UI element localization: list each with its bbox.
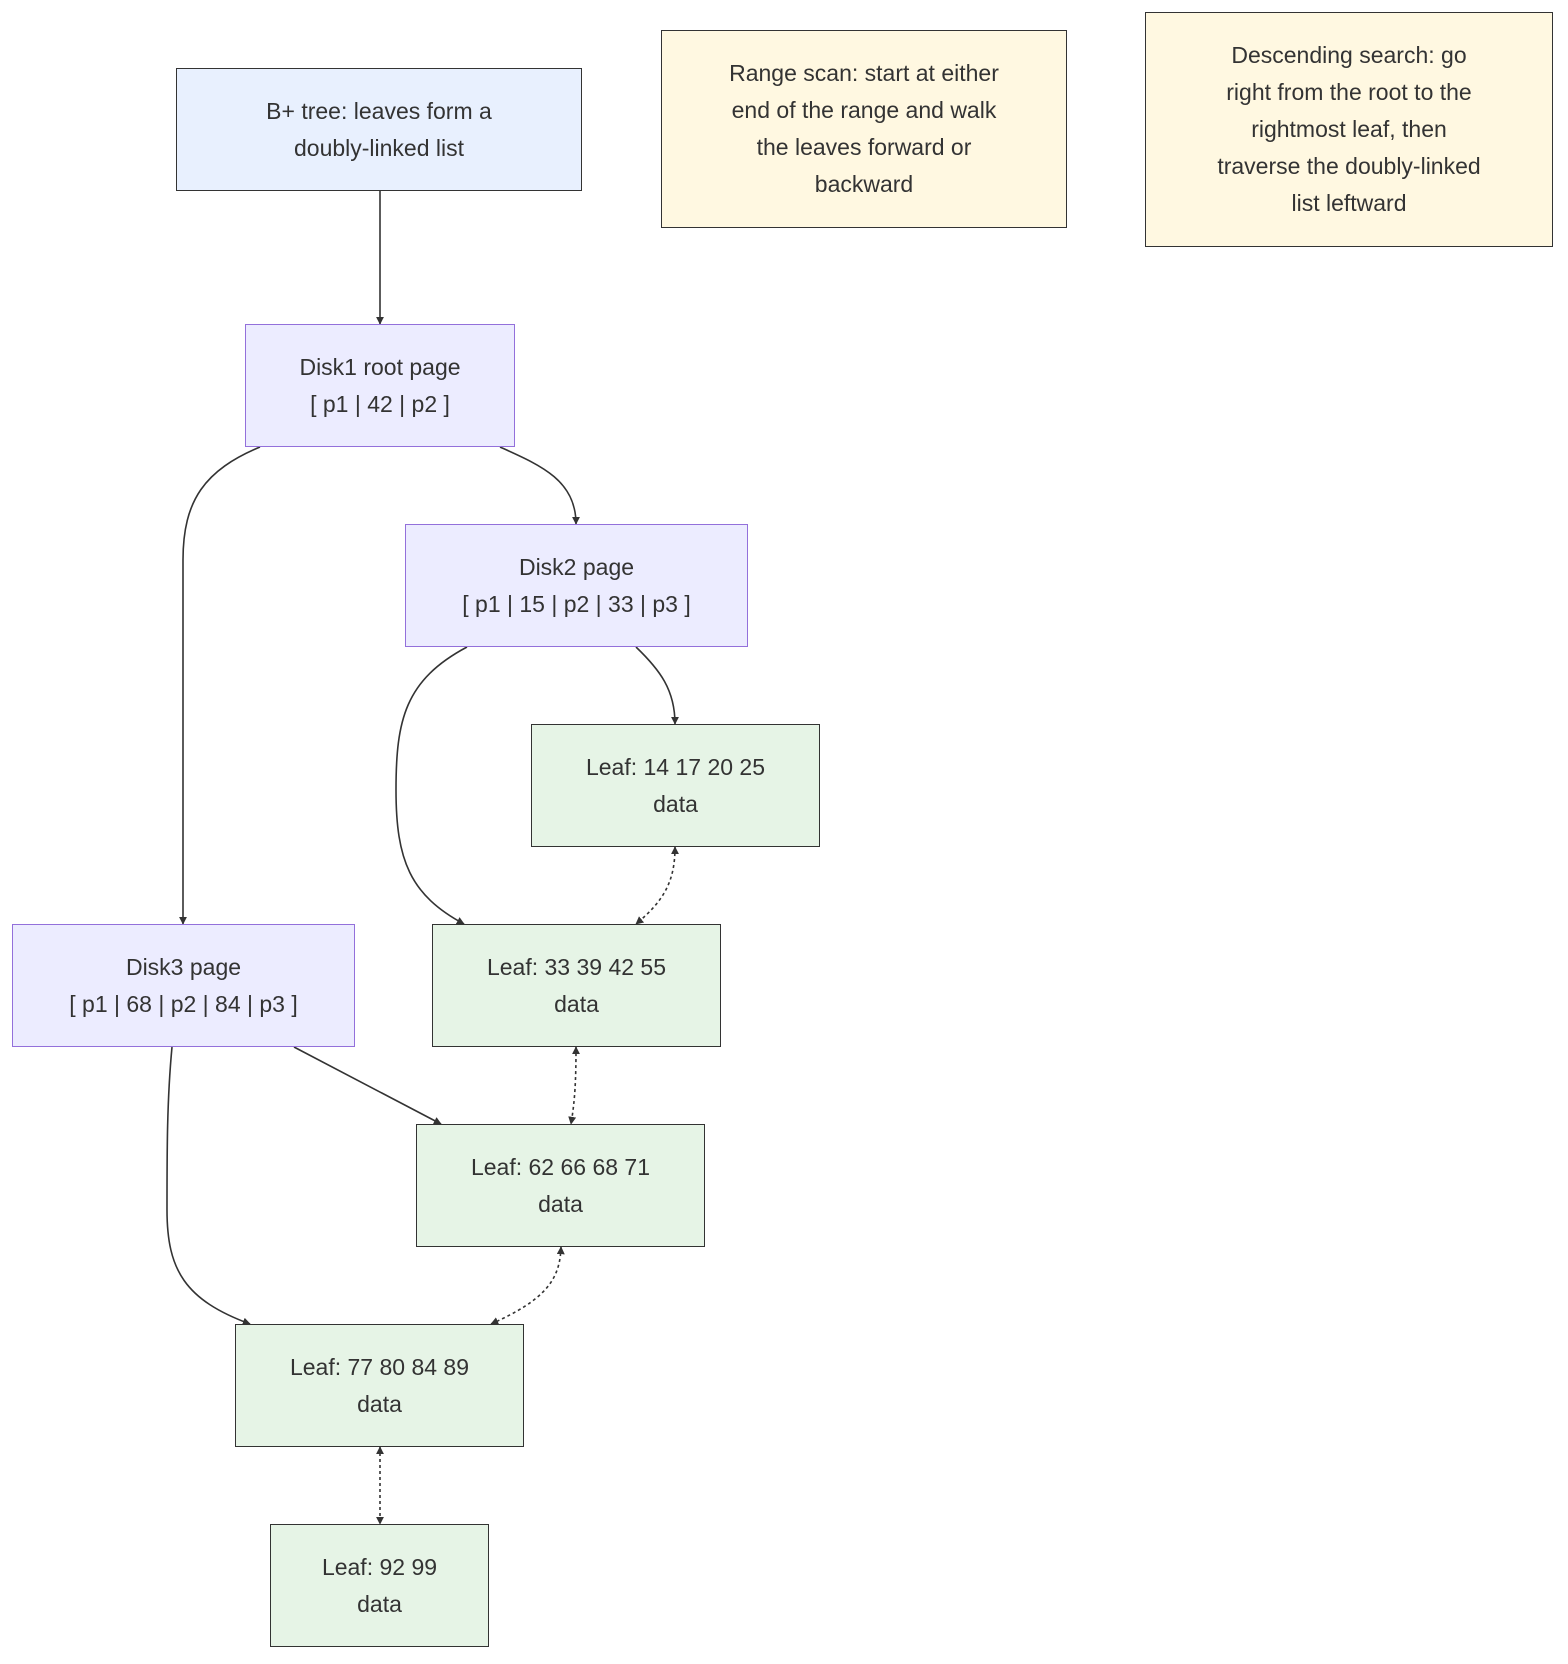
- edge-disk3-to-leaf4: [166, 1046, 251, 1326]
- range-scan-note: Range scan: start at either end of the r…: [661, 30, 1067, 228]
- edge-disk2-to-leaf1: [635, 646, 679, 725]
- desc-note-line: rightmost leaf, then: [1251, 116, 1447, 142]
- leaf-payload: data: [653, 790, 698, 817]
- disk1-root-page-node: Disk1 root page [ p1 | 42 | p2 ]: [245, 324, 515, 447]
- leaf-node-14-25: Leaf: 14 17 20 25 data: [531, 724, 820, 847]
- disk1-keys: [ p1 | 42 | p2 ]: [310, 390, 450, 417]
- range-note-line: backward: [814, 171, 914, 197]
- descending-search-note: Descending search: go right from the roo…: [1145, 12, 1553, 247]
- disk2-keys: [ p1 | 15 | p2 | 33 | p3 ]: [462, 590, 691, 617]
- desc-note-line: list leftward: [1291, 190, 1407, 216]
- edge-leaf1-to-leaf2: [635, 846, 679, 925]
- edge-disk1-to-disk3: [179, 446, 261, 925]
- leaf-keys: Leaf: 33 39 42 55: [486, 953, 667, 980]
- root-note-line: B+ tree: leaves form a: [266, 97, 492, 124]
- disk1-title: Disk1 root page: [299, 353, 461, 380]
- leaf-keys: Leaf: 77 80 84 89: [289, 1353, 470, 1380]
- root-note: B+ tree: leaves form a doubly-linked lis…: [176, 68, 582, 191]
- leaf-payload: data: [357, 1590, 402, 1617]
- desc-note-line: traverse the doubly-linked: [1217, 153, 1481, 179]
- leaf-payload: data: [357, 1390, 402, 1417]
- leaf-payload: data: [554, 990, 599, 1017]
- leaf-node-62-71: Leaf: 62 66 68 71 data: [416, 1124, 705, 1247]
- leaf-payload: data: [538, 1190, 583, 1217]
- range-note-line: Range scan: start at either: [729, 60, 999, 86]
- root-note-line: doubly-linked list: [293, 134, 465, 161]
- disk2-page-node: Disk2 page [ p1 | 15 | p2 | 33 | p3 ]: [405, 524, 748, 647]
- desc-note-line: right from the root to the: [1226, 79, 1472, 105]
- leaf-keys: Leaf: 92 99: [321, 1553, 438, 1580]
- edge-disk2-to-leaf2: [395, 646, 468, 925]
- edges-layer: [166, 191, 679, 1525]
- disk3-page-node: Disk3 page [ p1 | 68 | p2 | 84 | p3 ]: [12, 924, 355, 1047]
- leaf-keys: Leaf: 14 17 20 25: [585, 753, 766, 780]
- edge-leaf2-to-leaf3: [568, 1046, 580, 1125]
- disk3-keys: [ p1 | 68 | p2 | 84 | p3 ]: [69, 990, 298, 1017]
- leaf-node-92-99: Leaf: 92 99 data: [270, 1524, 489, 1647]
- leaf-node-33-55: Leaf: 33 39 42 55 data: [432, 924, 721, 1047]
- leaf-keys: Leaf: 62 66 68 71: [470, 1153, 651, 1180]
- disk3-title: Disk3 page: [125, 953, 242, 980]
- leaf-node-77-89: Leaf: 77 80 84 89 data: [235, 1324, 524, 1447]
- range-note-line: the leaves forward or: [756, 134, 972, 160]
- range-note-line: end of the range and walk: [731, 97, 997, 123]
- desc-note-line: Descending search: go: [1231, 42, 1467, 68]
- edge-disk3-to-leaf3: [293, 1046, 442, 1125]
- edge-leaf3-to-leaf4: [490, 1246, 565, 1325]
- edge-disk1-to-disk2: [499, 446, 580, 525]
- disk2-title: Disk2 page: [518, 553, 635, 580]
